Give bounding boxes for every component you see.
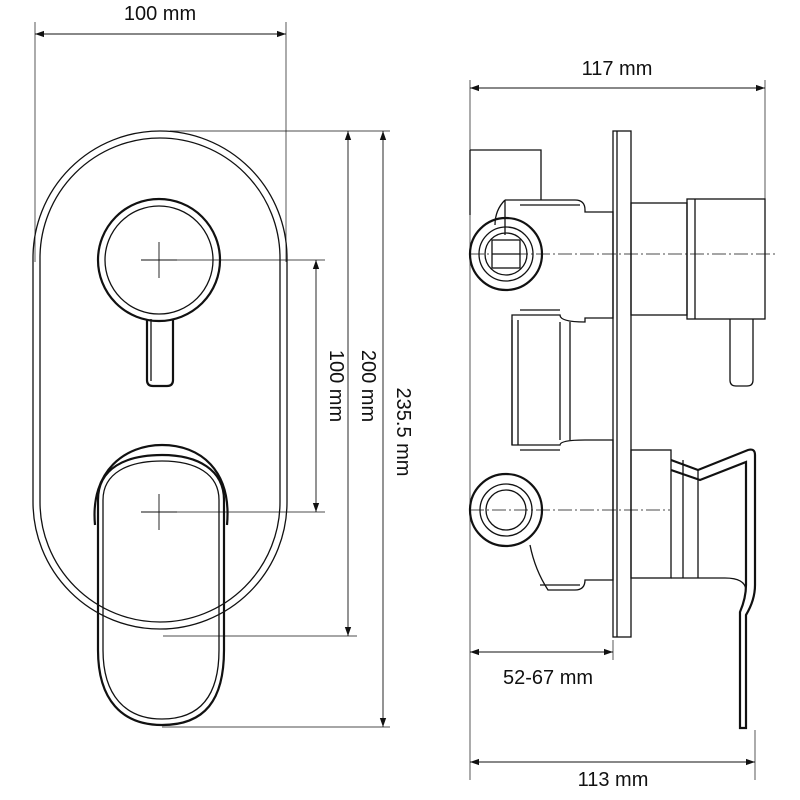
valve-body: [505, 199, 614, 591]
plate-height-label: 200 mm: [357, 350, 379, 422]
mixer-sleeve-side: [630, 449, 672, 579]
cover-plate-outer: [32, 130, 288, 630]
cover-plate-inner: [39, 137, 281, 623]
mixer-handle: [96, 453, 226, 727]
dimension-front-width: 100 mm: [35, 3, 286, 38]
dimension-plate-height: 200 mm: [344, 131, 379, 636]
front-extension-lines: [34, 22, 390, 728]
side-top-width-label: 117 mm: [582, 58, 653, 80]
centers-distance-label: 100 mm: [325, 350, 347, 422]
wall-plate: [612, 130, 632, 638]
diverter-lever-side: [729, 319, 754, 387]
side-extension-lines: [469, 80, 766, 780]
overall-height-label: 235.5 mm: [392, 388, 414, 477]
dimension-side-bottom-width: 113 mm: [470, 758, 755, 791]
diverter-lever: [145, 319, 175, 388]
dimension-centers-distance: 100 mm: [312, 260, 347, 512]
dimension-side-top-width: 117 mm: [470, 58, 765, 92]
dimension-wall-depth: 52-67 mm: [470, 648, 613, 689]
side-bottom-width-label: 113 mm: [578, 769, 649, 791]
mixer-handle-side: [670, 448, 757, 730]
mixer-base-ring: [93, 443, 229, 526]
side-view: [468, 130, 775, 730]
wall-depth-label: 52-67 mm: [503, 667, 593, 689]
front-width-label: 100 mm: [124, 3, 196, 25]
front-view: [32, 130, 288, 727]
dimension-overall-height: 235.5 mm: [379, 131, 414, 727]
diverter-knob-side: [630, 202, 688, 316]
